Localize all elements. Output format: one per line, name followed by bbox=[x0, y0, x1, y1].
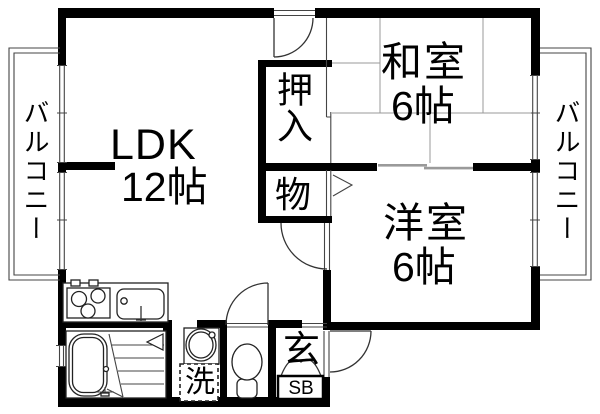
laundry-label: 洗 bbox=[185, 366, 215, 399]
bathtub bbox=[68, 333, 110, 397]
toilet bbox=[231, 343, 263, 399]
stove bbox=[66, 279, 111, 319]
youshitsu-room-label: 洋室 bbox=[383, 200, 469, 246]
toilet-door bbox=[225, 282, 269, 328]
oshiire-label: 押入 bbox=[272, 71, 313, 143]
balcony-left-outline bbox=[8, 47, 60, 281]
genkan-step-edge bbox=[302, 322, 327, 328]
washing-machine-pan bbox=[179, 363, 219, 402]
genkan-ornament bbox=[280, 358, 322, 377]
shoe-box bbox=[276, 374, 325, 401]
windows bbox=[56, 64, 540, 368]
balcony-left-label: バルコニー bbox=[20, 99, 50, 244]
washbasin bbox=[183, 327, 220, 365]
bathroom-window bbox=[56, 344, 66, 368]
bathroom-floor-grid bbox=[106, 333, 164, 398]
genkan-label: 玄 bbox=[283, 329, 320, 370]
washitsu-youshitsu-sliding-door bbox=[377, 163, 473, 171]
washitsu-size-label: 6帖 bbox=[391, 83, 455, 129]
entrance-door bbox=[323, 330, 372, 377]
walls bbox=[58, 8, 540, 407]
washitsu-room-label: 和室 bbox=[381, 39, 467, 85]
storage-label: 物 bbox=[275, 174, 312, 215]
storage-open-chevron bbox=[332, 174, 354, 197]
youshitsu-size-label: 6帖 bbox=[392, 244, 456, 290]
kitchen-counter bbox=[62, 279, 169, 323]
storage-folding-door bbox=[325, 170, 354, 216]
washitsu-entry-door bbox=[273, 8, 315, 58]
ldk-room-label: LDK bbox=[110, 121, 197, 169]
bathroom bbox=[65, 330, 167, 399]
youshitsu-door bbox=[280, 222, 331, 270]
bath-door-mark bbox=[145, 333, 164, 351]
kitchen-sink bbox=[116, 288, 165, 321]
balcony-right-label: バルコニー bbox=[551, 99, 581, 244]
shower-drain bbox=[97, 387, 114, 397]
balcony-right-outline bbox=[540, 47, 592, 281]
shoe-box-label: SB bbox=[288, 378, 314, 399]
ldk-size-label: 12帖 bbox=[121, 164, 208, 210]
oshiire-fusuma bbox=[325, 18, 332, 163]
tatami-lines bbox=[332, 18, 531, 163]
